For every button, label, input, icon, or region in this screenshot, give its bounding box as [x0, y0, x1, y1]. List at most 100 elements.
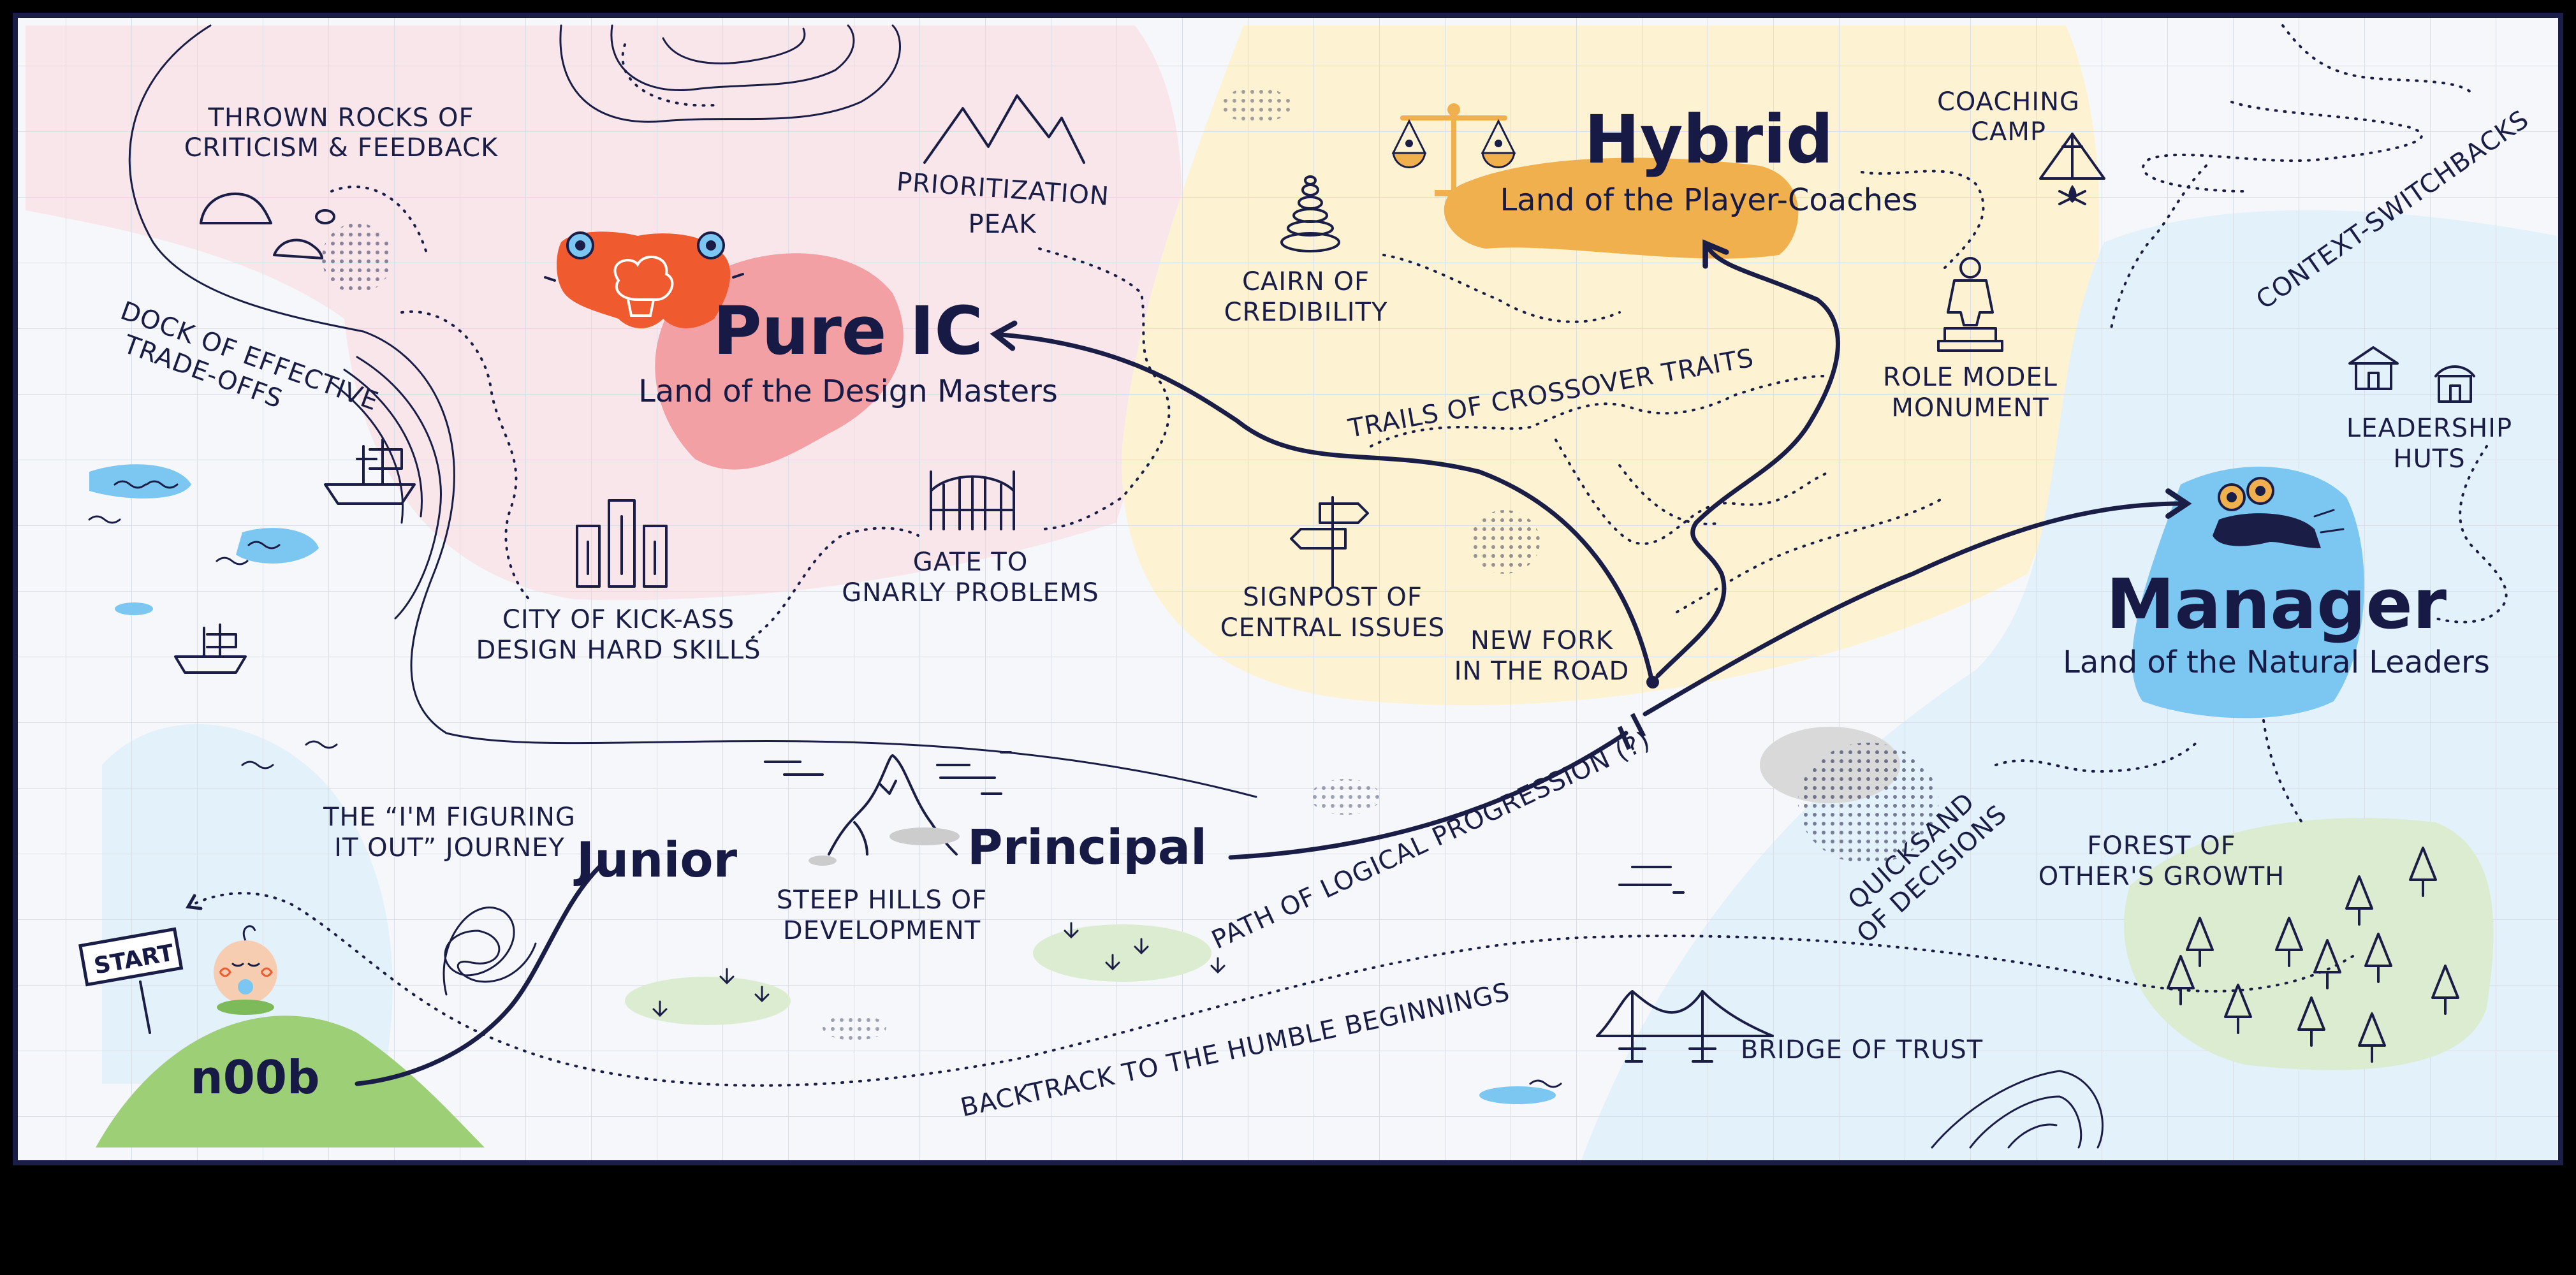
stipple-4: [1310, 779, 1380, 815]
stipple-1: [322, 223, 392, 293]
stipple-5: [823, 1015, 886, 1040]
contour-bottom-right: [1931, 1070, 2104, 1149]
tree-icon: [2167, 847, 2459, 1063]
route-fork-to-manager: [1643, 488, 2192, 717]
label-role-model-2: MONUMENT: [1891, 393, 2049, 423]
figuring-scribble: [443, 907, 537, 996]
trail-huts: [2434, 445, 2508, 623]
baby-icon: [214, 925, 277, 1015]
noob-hill: [96, 1016, 485, 1148]
label-role-model-1: ROLE MODEL: [1883, 363, 2058, 392]
label-forest-1: FOREST OF: [2087, 831, 2236, 861]
lake-1: [89, 464, 191, 499]
tent-icon: [2039, 133, 2105, 205]
label-fork-2: IN THE ROAD: [1454, 657, 1630, 686]
scale-icon: [1391, 103, 1516, 196]
stage-junior: Junior: [573, 831, 738, 888]
label-thrown-rocks-1: THROWN ROCKS OF: [207, 103, 474, 133]
mountain-icon: [923, 94, 1085, 164]
label-huts-1: LEADERSHIP: [2346, 414, 2512, 443]
label-huts-2: HUTS: [2393, 444, 2465, 474]
river-curve: [128, 24, 1257, 798]
steep-hills-icon: [764, 751, 1012, 866]
stage-principal: Principal: [967, 819, 1207, 875]
stipple-quicksand: [1798, 743, 1938, 864]
trail-dock: [400, 310, 531, 601]
trail-rocks: [330, 186, 428, 256]
label-coaching-2: CAMP: [1971, 117, 2046, 147]
gate-icon: [930, 470, 1015, 530]
hybrid-subtitle: Land of the Player-Coaches: [1500, 182, 1917, 218]
hill-patch-2: [1033, 924, 1211, 982]
label-cairn-1: CAIRN OF: [1242, 267, 1370, 296]
coast-line-1: [356, 356, 442, 620]
ship-icon: [324, 439, 416, 505]
hill-patch-1: [625, 977, 791, 1025]
label-signpost-1: SIGNPOST OF: [1243, 583, 1423, 612]
city-icon: [576, 499, 668, 588]
trail-crossover-3: [1618, 464, 1723, 525]
label-hills-2: DEVELOPMENT: [783, 916, 981, 945]
label-coaching-1: COACHING: [1937, 87, 2080, 117]
manager-subtitle: Land of the Natural Leaders: [2063, 645, 2490, 680]
trail-coaching: [1861, 170, 1985, 269]
huts-icon: [2348, 346, 2475, 403]
start-sign: [78, 927, 184, 1034]
grass-marks: [652, 922, 1226, 1017]
fork-point: [1646, 676, 1659, 688]
label-cairn-2: CREDIBILITY: [1224, 298, 1388, 327]
cairn-icon: [1280, 175, 1340, 252]
stage-noob: n00b: [191, 1051, 320, 1104]
route-noob-to-junior: [355, 864, 602, 1086]
label-figuring-2: IT OUT” JOURNEY: [334, 833, 565, 863]
trail-crossover-2: [1555, 439, 1831, 545]
hybrid-title: Hybrid: [1584, 101, 1834, 178]
route-principal-to-fork: [1228, 731, 1628, 860]
label-thrown-rocks-2: CRITICISM & FEEDBACK: [184, 133, 499, 163]
label-figuring-1: THE “I'M FIGURING: [323, 803, 576, 832]
trail-backtrack: [186, 892, 2354, 1087]
path-dashes: [1618, 866, 1685, 894]
pond: [115, 602, 153, 615]
pure-ic-subtitle: Land of the Design Masters: [638, 374, 1058, 409]
label-prioritization-2: PEAK: [969, 210, 1037, 239]
contour-top: [559, 24, 901, 123]
label-gate-1: GATE TO: [913, 548, 1028, 577]
trail-crossover-1: [1370, 375, 1825, 448]
waves: [88, 480, 1562, 1088]
route-tick-1: [1617, 725, 1632, 750]
river-under-bridge: [1479, 1086, 1556, 1104]
trail-forest: [2262, 719, 2303, 824]
label-city-1: CITY OF KICK-ASS: [502, 605, 735, 634]
label-signpost-2: CENTRAL ISSUES: [1220, 613, 1445, 643]
trail-quicksand: [1994, 738, 2201, 773]
pure-ic-title: Pure IC: [713, 292, 983, 370]
stipple-3: [1470, 510, 1540, 574]
route-fork-to-hybrid: [1655, 239, 1840, 678]
label-bridge: BRIDGE OF TRUST: [1741, 1035, 1983, 1065]
ship-icon-2: [174, 623, 247, 674]
trail-gate: [751, 527, 919, 639]
trail-peak: [1038, 247, 1171, 530]
label-fork-1: NEW FORK: [1470, 626, 1614, 655]
brain-icon: [544, 231, 744, 328]
route-fork-to-pure-ic: [990, 320, 1654, 681]
route-tick-2: [1630, 713, 1646, 738]
trail-switchbacks-2: [2142, 101, 2423, 193]
signpost-icon: [1290, 496, 1369, 588]
label-hills-1: STEEP HILLS OF: [777, 885, 987, 915]
trail-switchbacks-1: [2281, 24, 2475, 97]
monument-icon: [1937, 257, 2003, 352]
hybrid-blob: [1444, 157, 1799, 259]
whistle-icon: [2213, 477, 2345, 548]
bridge-icon: [1596, 990, 1774, 1063]
label-forest-2: OTHER'S GROWTH: [2038, 862, 2285, 891]
rocks-icon: [200, 193, 335, 259]
manager-title: Manager: [2106, 565, 2447, 645]
forest-blob: [2124, 818, 2494, 1070]
label-city-2: DESIGN HARD SKILLS: [476, 636, 761, 665]
label-gate-2: GNARLY PROBLEMS: [842, 578, 1099, 608]
coast-line-2: [343, 368, 423, 518]
stipple-2: [1221, 87, 1291, 123]
